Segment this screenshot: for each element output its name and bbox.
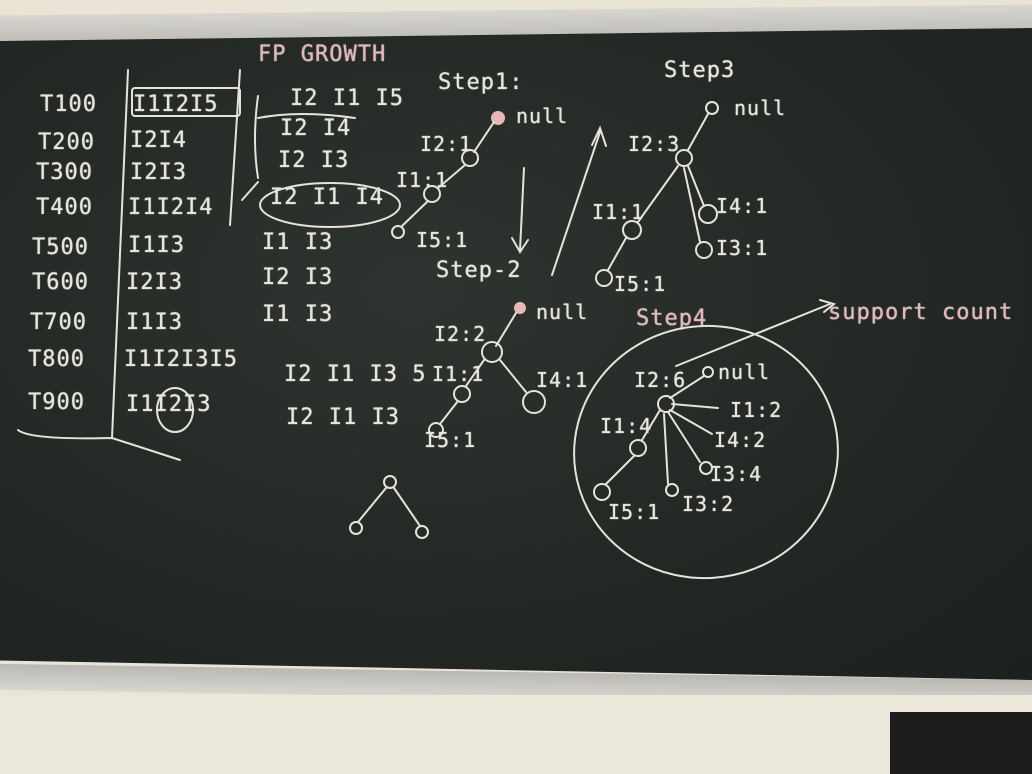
step4-node-i1: I1:4 <box>600 414 653 438</box>
step2-node-i2: I2:2 <box>434 322 487 346</box>
step3-node-i1: I1:1 <box>592 200 645 224</box>
step1-node-i5: I5:1 <box>416 228 469 252</box>
step3-node-i2: I2:3 <box>628 132 681 156</box>
ordered-items: I2 I1 I3 <box>286 405 400 430</box>
items: I1I3 <box>128 233 185 258</box>
tid: T600 <box>32 270 89 295</box>
tid: T700 <box>30 310 87 335</box>
step3-node-i4: I4:1 <box>716 194 769 218</box>
items: I1I2I5 <box>133 92 219 117</box>
tid: T400 <box>36 195 93 220</box>
step3-node-i3: I3:1 <box>716 236 769 260</box>
items: I1I2I3I5 <box>124 347 238 372</box>
ordered-items: I2 I1 I4 <box>270 185 384 210</box>
step1-null: null <box>516 104 569 128</box>
step3-node-i5: I5:1 <box>614 272 667 296</box>
ordered-items: I2 I4 <box>280 116 352 141</box>
ordered-items: I2 I1 I3 5 <box>284 362 427 387</box>
step4-null: null <box>718 360 771 384</box>
items: I2I3 <box>130 160 187 185</box>
items: I1I2I4 <box>128 195 214 220</box>
step1-label: Step1: <box>438 70 524 95</box>
ordered-items: I1 I3 <box>262 230 334 255</box>
chalkboard <box>0 28 1032 680</box>
tid: T200 <box>38 130 95 155</box>
step4-node-i3a: I3:4 <box>710 462 763 486</box>
step3-null: null <box>734 96 787 120</box>
step4-node-i4: I4:2 <box>714 428 767 452</box>
dark-object <box>890 712 1032 774</box>
ordered-items: I2 I1 I5 <box>290 86 404 111</box>
step4-node-i3b: I3:2 <box>682 492 735 516</box>
step2-null: null <box>536 300 589 324</box>
tid: T100 <box>40 92 97 117</box>
step4-node-i2: I2:6 <box>634 368 687 392</box>
tid: T900 <box>28 390 85 415</box>
step4-node-i1b: I1:2 <box>730 398 783 422</box>
ordered-items: I2 I3 <box>278 148 350 173</box>
items: I2I3 <box>126 270 183 295</box>
step2-node-i5: I5:1 <box>424 428 477 452</box>
title-fp-growth: FP GROWTH <box>258 42 387 67</box>
step4-node-i5: I5:1 <box>608 500 661 524</box>
step1-node-i2: I2:1 <box>420 132 473 156</box>
items: I1I3 <box>126 310 183 335</box>
tid: T500 <box>32 235 89 260</box>
step2-label: Step-2 <box>436 258 522 283</box>
support-count-annotation: support count <box>828 300 1014 325</box>
ordered-items: I2 I3 <box>262 265 334 290</box>
tid: T300 <box>36 160 93 185</box>
tid: T800 <box>28 347 85 372</box>
items: I1I2I3 <box>126 392 212 417</box>
wall <box>0 695 1032 774</box>
ordered-items: I1 I3 <box>262 302 334 327</box>
items: I2I4 <box>130 128 187 153</box>
step3-label: Step3 <box>664 58 736 83</box>
step2-node-i4: I4:1 <box>536 368 589 392</box>
